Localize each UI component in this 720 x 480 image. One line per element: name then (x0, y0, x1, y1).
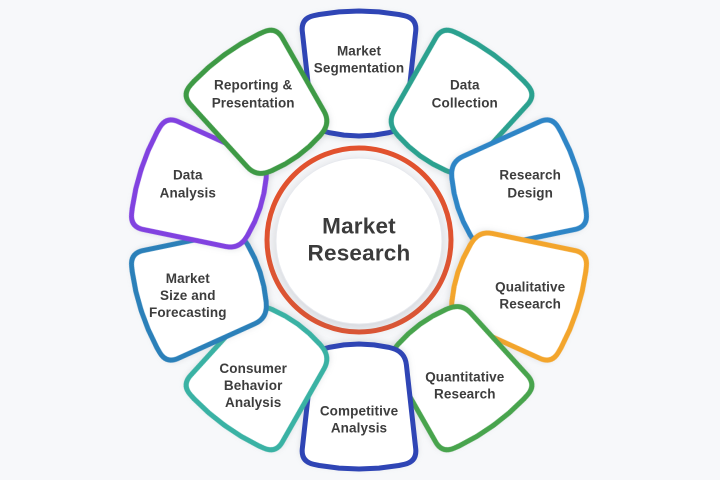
center-circle (275, 157, 443, 325)
segment-shape-quantitative-research (388, 304, 535, 453)
segment-shape-market-size-and-forecasting (129, 230, 269, 363)
segment-shape-competitive-analysis (299, 341, 419, 472)
segment-shape-data-collection (388, 27, 535, 176)
segment-shape-consumer-behavior-analysis (183, 304, 330, 453)
segment-shape-reporting-presentation (183, 27, 330, 176)
center-ring (264, 145, 454, 335)
segment-shape-market-segmentation (299, 8, 419, 139)
segment-ring (129, 8, 589, 472)
segment-shape-research-design (449, 117, 589, 250)
